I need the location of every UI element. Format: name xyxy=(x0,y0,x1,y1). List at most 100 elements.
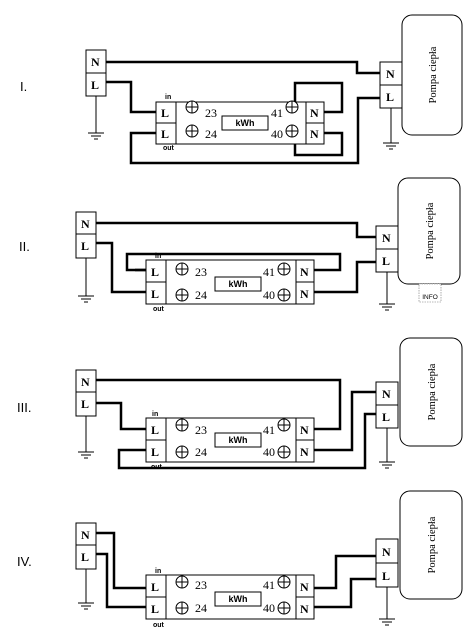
pump-n-label: N xyxy=(382,387,391,401)
terminal-24: 24 xyxy=(205,127,217,141)
heat-pump-label: Pompa ciepła xyxy=(425,202,436,259)
ground-icon xyxy=(378,451,396,469)
in-label: in xyxy=(155,568,161,575)
energy-meter: L L N N in out 23 24 41 40 kWh xyxy=(145,253,315,313)
watermark-stamp: INFO xyxy=(418,283,442,303)
pump-terminal: N L xyxy=(375,538,399,626)
ground-icon xyxy=(77,592,95,610)
out-label: out xyxy=(151,464,163,471)
roman-numeral: II. xyxy=(19,239,30,254)
terminal-41: 41 xyxy=(271,106,283,120)
meter-l-in: L xyxy=(151,265,159,279)
in-label: in xyxy=(155,253,161,260)
meter-n-bottom: N xyxy=(300,602,309,616)
pump-n-label: N xyxy=(382,231,391,245)
roman-numeral: III. xyxy=(17,400,31,415)
terminal-24: 24 xyxy=(195,445,207,459)
screw-icon xyxy=(285,124,299,138)
screw-icon xyxy=(175,445,189,459)
screw-icon xyxy=(277,418,291,432)
meter-n-top: N xyxy=(300,265,309,279)
terminal-n-label: N xyxy=(81,217,90,231)
terminal-24: 24 xyxy=(195,601,207,615)
heat-pump-label: Pompa ciepła xyxy=(427,516,438,573)
in-label: in xyxy=(152,411,158,418)
meter-n-top: N xyxy=(300,423,309,437)
heat-pump: Pompa ciepła xyxy=(401,14,463,136)
terminal-24: 24 xyxy=(195,288,207,302)
source-terminal: N L xyxy=(75,369,97,459)
kwh-display xyxy=(214,276,262,292)
meter-l-out: L xyxy=(161,127,169,141)
terminal-41: 41 xyxy=(263,423,275,437)
pump-n-label: N xyxy=(382,545,391,559)
wires xyxy=(96,378,376,470)
meter-l-out: L xyxy=(151,445,159,459)
meter-l-in: L xyxy=(151,423,159,437)
pump-l-label: L xyxy=(382,254,390,268)
heat-pump-label: Pompa ciepła xyxy=(427,363,438,420)
terminal-l-label: L xyxy=(81,239,89,253)
kwh-label: kWh xyxy=(229,594,248,604)
diagram-3: III. N L L L N N in out xyxy=(17,337,463,471)
heat-pump: Pompa ciepła xyxy=(399,490,463,600)
kwh-label: kWh xyxy=(229,435,248,445)
terminal-41: 41 xyxy=(263,265,275,279)
screw-icon xyxy=(277,262,291,276)
roman-numeral: I. xyxy=(20,79,27,94)
terminal-40: 40 xyxy=(271,127,283,141)
meter-l-in: L xyxy=(161,106,169,120)
pump-terminal: N L xyxy=(375,381,399,469)
terminal-41: 41 xyxy=(263,578,275,592)
diagram-1: I. N L L L N N in xyxy=(20,14,463,165)
terminal-40: 40 xyxy=(263,601,275,615)
terminal-l-label: L xyxy=(91,78,99,92)
screw-icon xyxy=(277,601,291,615)
out-label: out xyxy=(163,145,175,152)
terminal-23: 23 xyxy=(205,106,217,120)
wires xyxy=(96,531,376,609)
terminal-23: 23 xyxy=(195,578,207,592)
pump-n-label: N xyxy=(386,67,395,81)
terminal-l-label: L xyxy=(81,397,89,411)
meter-l-out: L xyxy=(151,602,159,616)
out-label: out xyxy=(153,306,165,313)
heat-pump: Pompa ciepła xyxy=(397,177,461,285)
wires xyxy=(96,221,376,294)
terminal-23: 23 xyxy=(195,265,207,279)
meter-n-bottom: N xyxy=(300,287,309,301)
kwh-label: kWh xyxy=(236,118,255,128)
terminal-23: 23 xyxy=(195,423,207,437)
meter-n-bottom: N xyxy=(310,127,319,141)
meter-n-top: N xyxy=(310,106,319,120)
kwh-display xyxy=(214,591,262,607)
kwh-label: kWh xyxy=(229,279,248,289)
energy-meter: L L N N in out 23 24 41 40 kWh xyxy=(145,411,315,471)
out-label: out xyxy=(153,622,165,629)
screw-icon xyxy=(175,418,189,432)
screw-icon xyxy=(277,288,291,302)
terminal-n-label: N xyxy=(91,55,100,69)
screw-icon xyxy=(277,445,291,459)
source-terminal: N L xyxy=(85,49,107,140)
ground-icon xyxy=(87,122,105,140)
screw-icon xyxy=(175,575,189,589)
terminal-n-label: N xyxy=(81,375,90,389)
in-label: in xyxy=(165,94,171,101)
ground-icon xyxy=(378,608,396,626)
energy-meter: L L N N in out 23 24 41 40 kWh xyxy=(155,94,325,152)
screw-icon xyxy=(175,601,189,615)
terminal-40: 40 xyxy=(263,445,275,459)
diagram-4: IV. N L L L N N in out xyxy=(17,490,463,629)
source-terminal: N L xyxy=(75,522,97,610)
pump-terminal: N L xyxy=(379,61,403,150)
ground-icon xyxy=(77,441,95,459)
screw-icon xyxy=(175,262,189,276)
screw-icon xyxy=(175,288,189,302)
energy-meter: L L N N in out 23 24 41 40 kWh xyxy=(145,568,315,629)
pump-terminal: N L xyxy=(375,225,399,311)
terminal-n-label: N xyxy=(81,528,90,542)
ground-icon xyxy=(382,132,400,150)
screw-icon xyxy=(277,575,291,589)
